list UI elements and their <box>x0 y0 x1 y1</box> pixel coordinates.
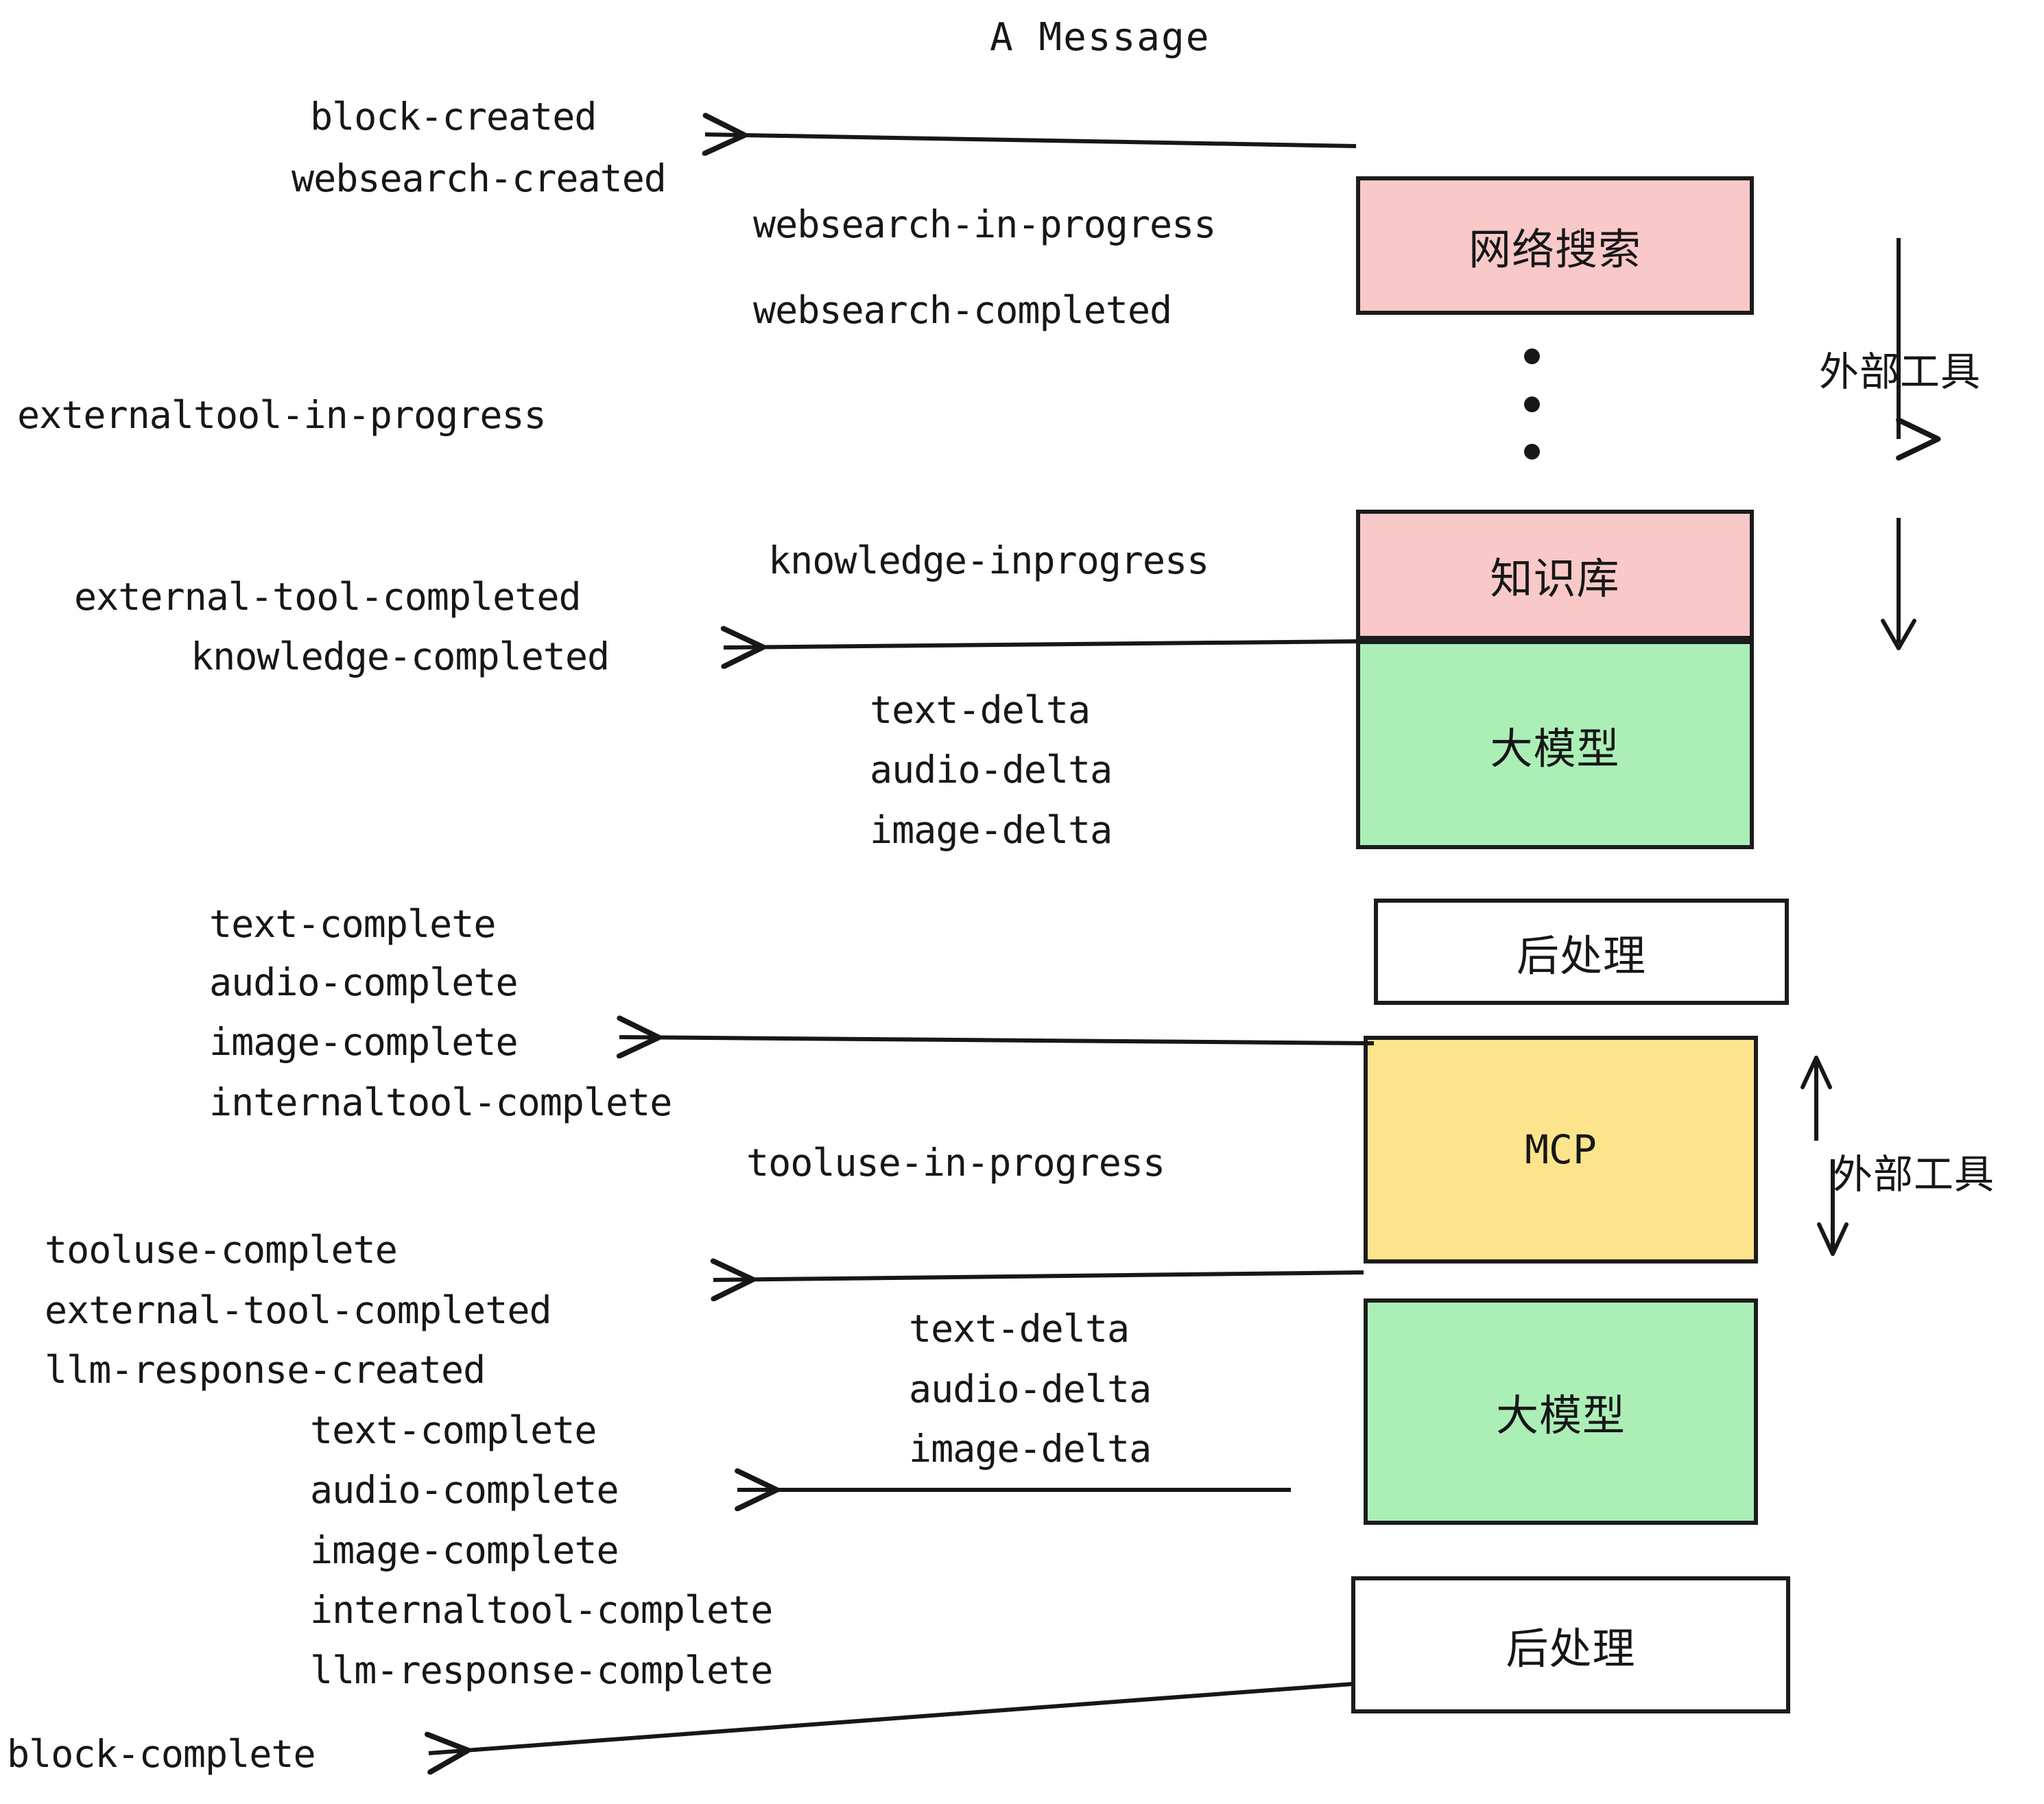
event-label-audio-complete-2: audio-complete <box>310 1468 619 1512</box>
arrow-knowledge-to-knowledge-completed <box>724 641 1357 648</box>
arrow-postprocess-to-image-complete <box>619 1037 1375 1043</box>
event-label-externaltool-in-progress: externaltool-in-progress <box>17 393 547 437</box>
event-label-image-complete-2: image-complete <box>310 1528 619 1572</box>
node-box-postprocess-bottom[interactable]: 后处理 <box>1351 1576 1790 1713</box>
event-label-image-complete-1: image-complete <box>209 1020 519 1064</box>
event-label-websearch-completed: websearch-completed <box>753 288 1172 332</box>
side-label-external-tool-bottom: 外部工具 <box>1833 1151 1995 1198</box>
event-label-text-complete-2: text-complete <box>310 1408 597 1452</box>
event-label-knowledge-inprogress: knowledge-inprogress <box>768 538 1209 582</box>
event-label-block-complete: block-complete <box>7 1732 316 1776</box>
event-label-text-complete-1: text-complete <box>209 902 496 946</box>
event-label-llm-response-created: llm-response-created <box>45 1348 486 1392</box>
node-label-postprocess-top: 后处理 <box>1516 930 1646 981</box>
event-label-external-tool-completed-1: external-tool-completed <box>74 575 582 619</box>
node-label-llm-top: 大模型 <box>1490 723 1620 774</box>
node-label-llm-bottom: 大模型 <box>1495 1390 1626 1440</box>
side-label-external-tool-top: 外部工具 <box>1819 348 1982 395</box>
event-label-tooluse-in-progress: tooluse-in-progress <box>746 1141 1165 1185</box>
arrow-postprocess-to-block-complete <box>429 1682 1353 1753</box>
node-box-websearch[interactable]: 网络搜索 <box>1356 176 1754 315</box>
node-box-knowledge[interactable]: 知识库 <box>1356 510 1754 640</box>
event-label-tooluse-complete: tooluse-complete <box>45 1228 398 1272</box>
node-label-postprocess-bottom: 后处理 <box>1506 1624 1636 1674</box>
node-box-postprocess-top[interactable]: 后处理 <box>1374 899 1789 1005</box>
event-label-internaltool-complete-1: internaltool-complete <box>209 1080 672 1124</box>
arrow-external-tool-top-down-head <box>1881 619 1916 650</box>
event-label-llm-response-complete: llm-response-complete <box>310 1648 773 1692</box>
event-label-knowledge-completed: knowledge-completed <box>191 634 610 678</box>
vertical-ellipsis-icon <box>1524 348 1540 460</box>
event-label-websearch-in-progress: websearch-in-progress <box>753 202 1216 246</box>
node-box-mcp[interactable]: MCP <box>1364 1036 1758 1263</box>
node-label-mcp: MCP <box>1525 1126 1597 1173</box>
arrow-external-tool-bottom-down-head <box>1817 1222 1849 1256</box>
event-label-audio-complete-1: audio-complete <box>209 960 519 1004</box>
event-label-audio-delta-2: audio-delta <box>909 1367 1152 1411</box>
node-label-knowledge: 知识库 <box>1490 554 1620 604</box>
event-label-text-delta-2: text-delta <box>909 1307 1130 1351</box>
node-box-llm-top[interactable]: 大模型 <box>1356 640 1754 849</box>
node-box-llm-bottom[interactable]: 大模型 <box>1364 1298 1758 1525</box>
event-label-external-tool-completed-2: external-tool-completed <box>45 1288 552 1332</box>
event-label-block-created: block-created <box>310 95 597 139</box>
event-label-text-delta-1: text-delta <box>870 688 1091 732</box>
event-label-internaltool-complete-2: internaltool-complete <box>310 1588 773 1632</box>
event-label-websearch-created: websearch-created <box>292 156 667 200</box>
event-label-image-delta-2: image-delta <box>909 1427 1152 1471</box>
arrow-mcp-to-tooluse-complete <box>713 1272 1364 1280</box>
diagram-title: A Message <box>990 15 1211 60</box>
event-label-audio-delta-1: audio-delta <box>870 748 1113 792</box>
event-label-image-delta-1: image-delta <box>870 808 1113 852</box>
arrow-websearch-to-block-created <box>705 134 1357 146</box>
node-label-websearch: 网络搜索 <box>1468 224 1641 274</box>
arrow-external-tool-bottom-up-head <box>1801 1056 1832 1089</box>
